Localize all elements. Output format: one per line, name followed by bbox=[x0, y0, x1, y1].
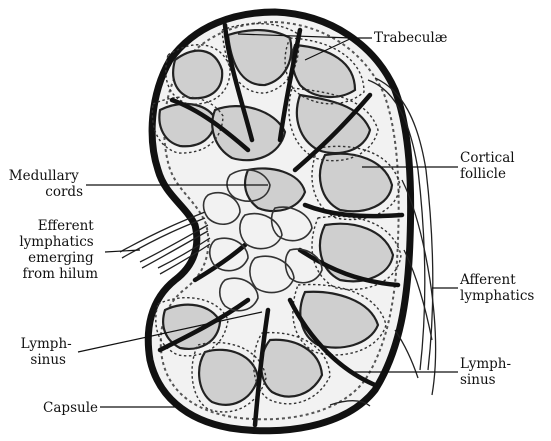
label-cortical-follicle-line2: follicle bbox=[460, 166, 506, 182]
label-lymph-sinus-left-line2: sinus bbox=[30, 352, 66, 368]
label-medullary-cords: Medullary cords bbox=[9, 168, 83, 200]
label-lymph-sinus-left-line1: Lymph- bbox=[21, 336, 72, 352]
label-medullary-cords-line2: cords bbox=[45, 184, 83, 200]
label-lymph-sinus-right-line1: Lymph- bbox=[460, 356, 511, 372]
label-medullary-cords-line1: Medullary bbox=[9, 168, 79, 184]
label-cortical-follicle: Cortical follicle bbox=[460, 150, 519, 182]
label-efferent-line2: lymphatics bbox=[19, 234, 93, 250]
label-afferent-line1: Afferent bbox=[459, 272, 516, 288]
follicle bbox=[173, 51, 222, 99]
label-afferent: Afferent lymphatics bbox=[459, 272, 534, 304]
label-afferent-line2: lymphatics bbox=[460, 288, 534, 304]
label-lymph-sinus-right-line2: sinus bbox=[460, 372, 496, 388]
label-lymph-sinus-right: Lymph- sinus bbox=[460, 356, 515, 388]
label-trabeculae: Trabeculæ bbox=[374, 30, 448, 46]
label-efferent: Efferent lymphatics emerging from hilum bbox=[19, 218, 98, 282]
label-efferent-line3: emerging bbox=[28, 250, 94, 266]
label-capsule: Capsule bbox=[43, 400, 98, 416]
follicle bbox=[159, 104, 215, 146]
label-cortical-follicle-line1: Cortical bbox=[460, 150, 515, 166]
label-lymph-sinus-left: Lymph- sinus bbox=[21, 336, 76, 368]
label-efferent-line1: Efferent bbox=[38, 218, 95, 234]
label-efferent-line4: from hilum bbox=[23, 266, 99, 282]
